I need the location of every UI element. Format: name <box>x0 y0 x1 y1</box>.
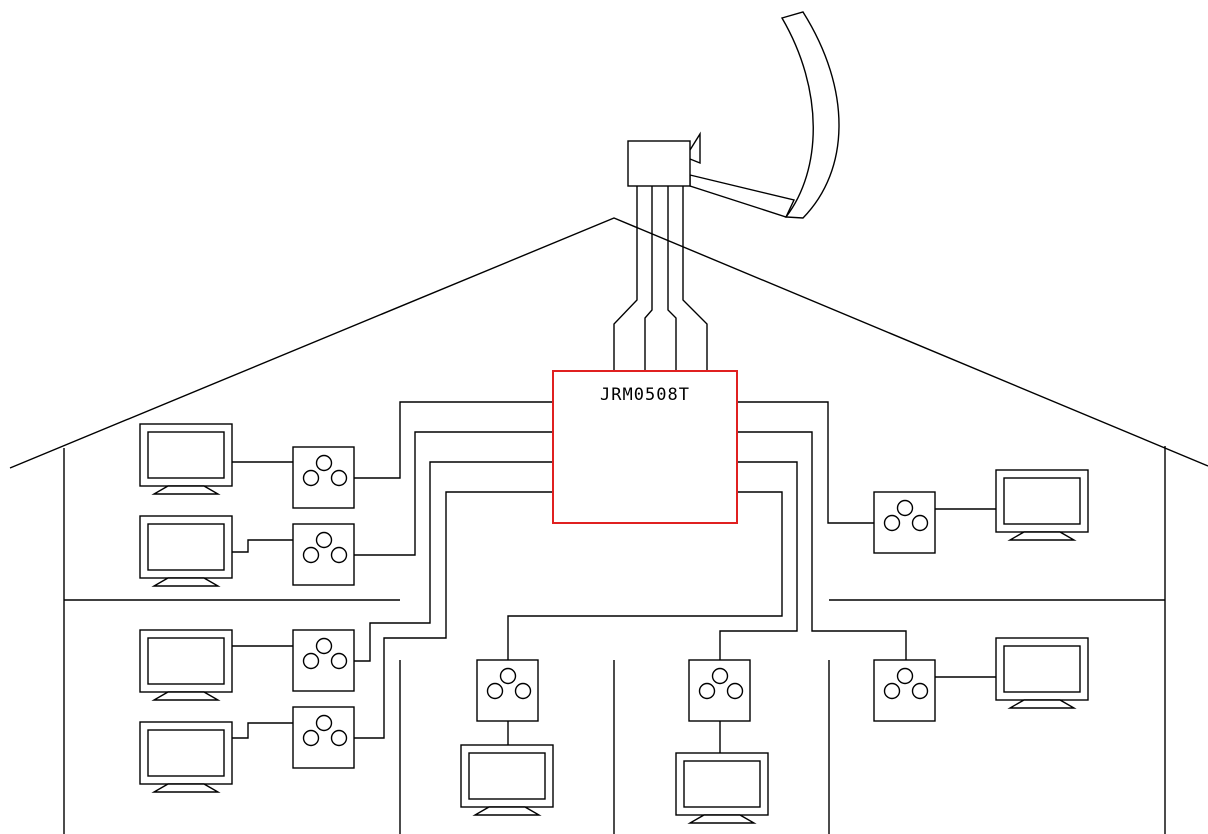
switch-output-cables <box>354 401 907 739</box>
tv-frame <box>995 637 1089 701</box>
dish-arm <box>689 174 795 218</box>
televisions <box>139 423 1089 824</box>
outlet-socket-left <box>302 546 320 564</box>
tv-screen <box>1003 477 1081 525</box>
wall-outlet-icon <box>873 659 936 722</box>
outlet-socket-left <box>883 682 901 700</box>
tv-frame <box>139 423 233 487</box>
lnb-cables <box>613 186 708 371</box>
outlet-socket-right <box>330 729 348 747</box>
outlet-socket-left <box>883 514 901 532</box>
tv-link-4 <box>232 722 310 739</box>
tv-screen <box>1003 645 1081 693</box>
lnb-cable-1 <box>613 186 638 371</box>
outlet-socket-right <box>726 682 744 700</box>
tv-frame <box>460 744 554 808</box>
outlet-socket-right <box>514 682 532 700</box>
outlet-socket-right <box>911 682 929 700</box>
tv-icon <box>460 744 554 816</box>
cable-out-2 <box>354 431 553 556</box>
tv-stand <box>151 485 221 495</box>
outlet-socket-top <box>315 531 333 549</box>
wall-outlet-icon <box>292 706 355 769</box>
outlet-socket-left <box>302 469 320 487</box>
tv-frame <box>675 752 769 816</box>
tv-stand <box>1007 531 1077 541</box>
tv-link-2 <box>232 539 310 553</box>
outlet-socket-left <box>302 729 320 747</box>
house-outline <box>9 217 1208 834</box>
outlet-socket-top <box>711 667 729 685</box>
outlet-socket-top <box>315 714 333 732</box>
outlet-socket-right <box>911 514 929 532</box>
satellite-dish-icon <box>689 11 840 219</box>
wall-outlet-icon <box>476 659 539 722</box>
tv-icon <box>139 629 233 701</box>
tv-screen <box>468 752 546 800</box>
outlet-socket-left <box>486 682 504 700</box>
tv-stand <box>151 691 221 701</box>
tv-icon <box>995 469 1089 541</box>
outlet-socket-right <box>330 652 348 670</box>
cable-out-3 <box>354 461 553 662</box>
tv-stand <box>687 814 757 824</box>
wall-outlet-icon <box>873 491 936 554</box>
multiswitch-icon: JRM0508T <box>552 370 738 524</box>
tv-icon <box>139 423 233 495</box>
tv-icon <box>139 721 233 793</box>
lnb-horn <box>689 131 701 165</box>
outlet-socket-top <box>499 667 517 685</box>
tv-stand <box>1007 699 1077 709</box>
cable-out-6 <box>737 431 907 660</box>
tv-screen <box>147 431 225 479</box>
wall-outlets <box>292 446 936 769</box>
tv-screen <box>147 637 225 685</box>
cable-out-4 <box>354 491 553 739</box>
lnb-body <box>627 140 691 187</box>
lnb-cable-3 <box>667 186 677 371</box>
roof-line <box>9 217 1208 469</box>
multiswitch-box <box>552 370 738 524</box>
multiswitch-label: JRM0508T <box>600 385 690 405</box>
cable-out-1 <box>354 401 553 479</box>
tv-frame <box>995 469 1089 533</box>
outlet-socket-right <box>330 469 348 487</box>
cable-out-5 <box>737 401 874 524</box>
tv-stand <box>472 806 542 816</box>
tv-screen <box>147 729 225 777</box>
tv-frame <box>139 721 233 785</box>
tv-screen <box>683 760 761 808</box>
wall-outlet-icon <box>292 629 355 692</box>
outlet-socket-top <box>315 637 333 655</box>
tv-frame <box>139 629 233 693</box>
lnb-cable-4 <box>682 186 708 371</box>
lnb-icon <box>627 131 701 187</box>
tv-stand <box>151 783 221 793</box>
outlet-socket-top <box>896 667 914 685</box>
outlet-socket-top <box>315 454 333 472</box>
outlet-socket-top <box>896 499 914 517</box>
wall-outlet-icon <box>688 659 751 722</box>
outlet-socket-left <box>698 682 716 700</box>
cable-out-8 <box>507 491 783 660</box>
tv-icon <box>995 637 1089 709</box>
outlet-socket-left <box>302 652 320 670</box>
wall-outlet-icon <box>292 523 355 586</box>
outlet-socket-right <box>330 546 348 564</box>
wall-outlet-icon <box>292 446 355 509</box>
dish-reflector <box>780 11 840 219</box>
tv-screen <box>147 523 225 571</box>
tv-stand <box>151 577 221 587</box>
tv-frame <box>139 515 233 579</box>
outlet-plate <box>873 491 936 554</box>
tv-icon <box>139 515 233 587</box>
cable-out-7 <box>719 461 798 660</box>
tv-icon <box>675 752 769 824</box>
lnb-cable-2 <box>644 186 653 371</box>
